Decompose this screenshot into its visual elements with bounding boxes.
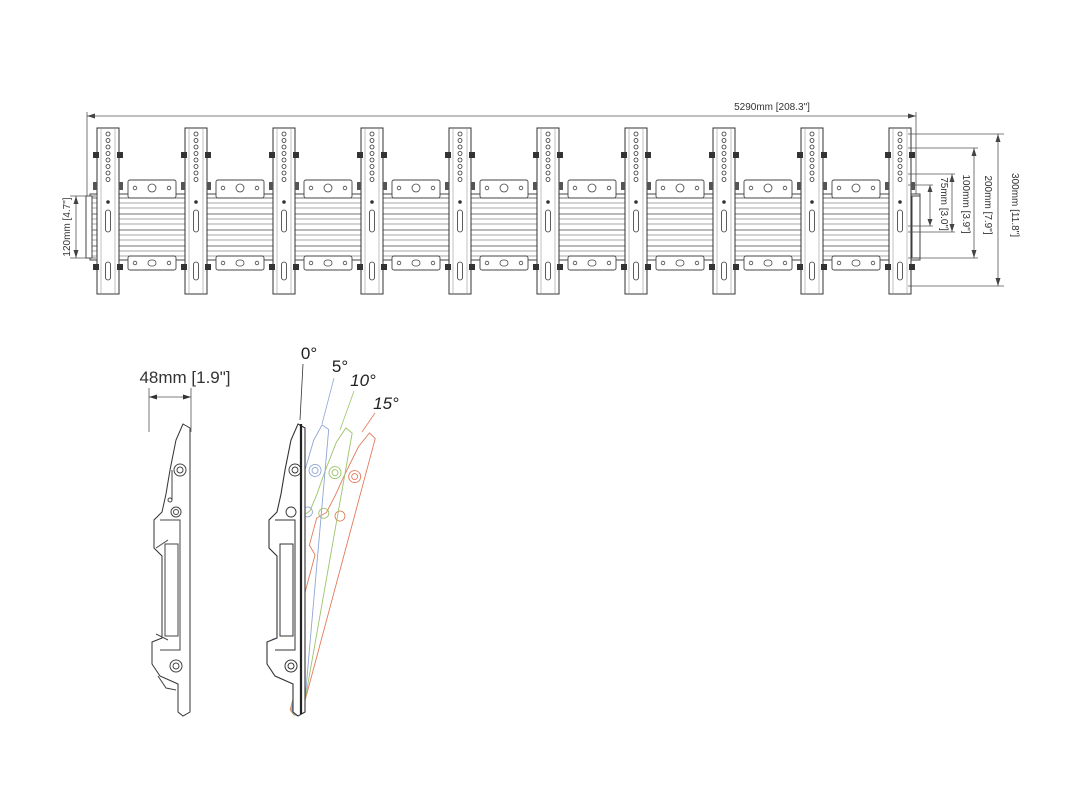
rail-end-cap-right: [911, 195, 921, 259]
mounting-plate: [655, 179, 705, 271]
depth-dimension: 48mm [1.9"]: [139, 368, 231, 432]
rail-end-cap-left: [85, 195, 93, 259]
vertical-bracket: [533, 127, 563, 295]
mounting-plate: [743, 179, 793, 271]
height-100-label: 100mm [3.9"]: [960, 174, 971, 233]
tilt-angle-label-0: 0°: [301, 344, 317, 363]
vertical-bracket: [93, 127, 123, 295]
overall-width-label: 5290mm [208.3"]: [734, 102, 810, 113]
height-75-label: 75mm [3.0"]: [938, 177, 949, 231]
horizontal-rails: [85, 193, 921, 261]
height-300-label: 300mm [11.8"]: [1009, 173, 1020, 237]
vertical-bracket: [445, 127, 475, 295]
height-200-label: 200mm [7.9"]: [982, 175, 993, 234]
vertical-bracket: [357, 127, 387, 295]
rail-assembly: [89, 193, 921, 261]
tilt-angle-label-15: 15°: [373, 394, 399, 413]
vertical-bracket: [181, 127, 211, 295]
tilt-angle-label-10: 10°: [350, 371, 376, 390]
vertical-brackets: [93, 127, 915, 295]
vertical-bracket: [797, 127, 827, 295]
mounting-plate: [831, 179, 881, 271]
side-view-profile: 48mm [1.9"]: [139, 368, 231, 717]
rail-height-dimension: 120mm [4.7"]: [62, 195, 96, 259]
mounting-plate: [303, 179, 353, 271]
vertical-bracket: [885, 127, 915, 295]
mounting-plate: [391, 179, 441, 271]
mounting-plate: [215, 179, 265, 271]
front-view: 5290mm [208.3"] 120mm [4.7"]: [62, 102, 1020, 295]
rail-height-label: 120mm [4.7"]: [62, 197, 73, 256]
vertical-bracket: [621, 127, 651, 295]
tilt-view: 0° 5° 10° 15°: [266, 344, 399, 717]
tilt-profile-0: [266, 423, 306, 717]
vertical-bracket: [269, 127, 299, 295]
tilt-angle-label-5: 5°: [332, 357, 348, 376]
depth-label: 48mm [1.9"]: [139, 368, 230, 387]
mounting-plate: [479, 179, 529, 271]
hole-spacing-dimensions: 300mm [11.8"] 200mm [7.9"] 100mm [3.9"] …: [908, 133, 1020, 287]
mounting-plate: [567, 179, 617, 271]
mounting-plate: [127, 179, 177, 271]
vertical-bracket: [709, 127, 739, 295]
